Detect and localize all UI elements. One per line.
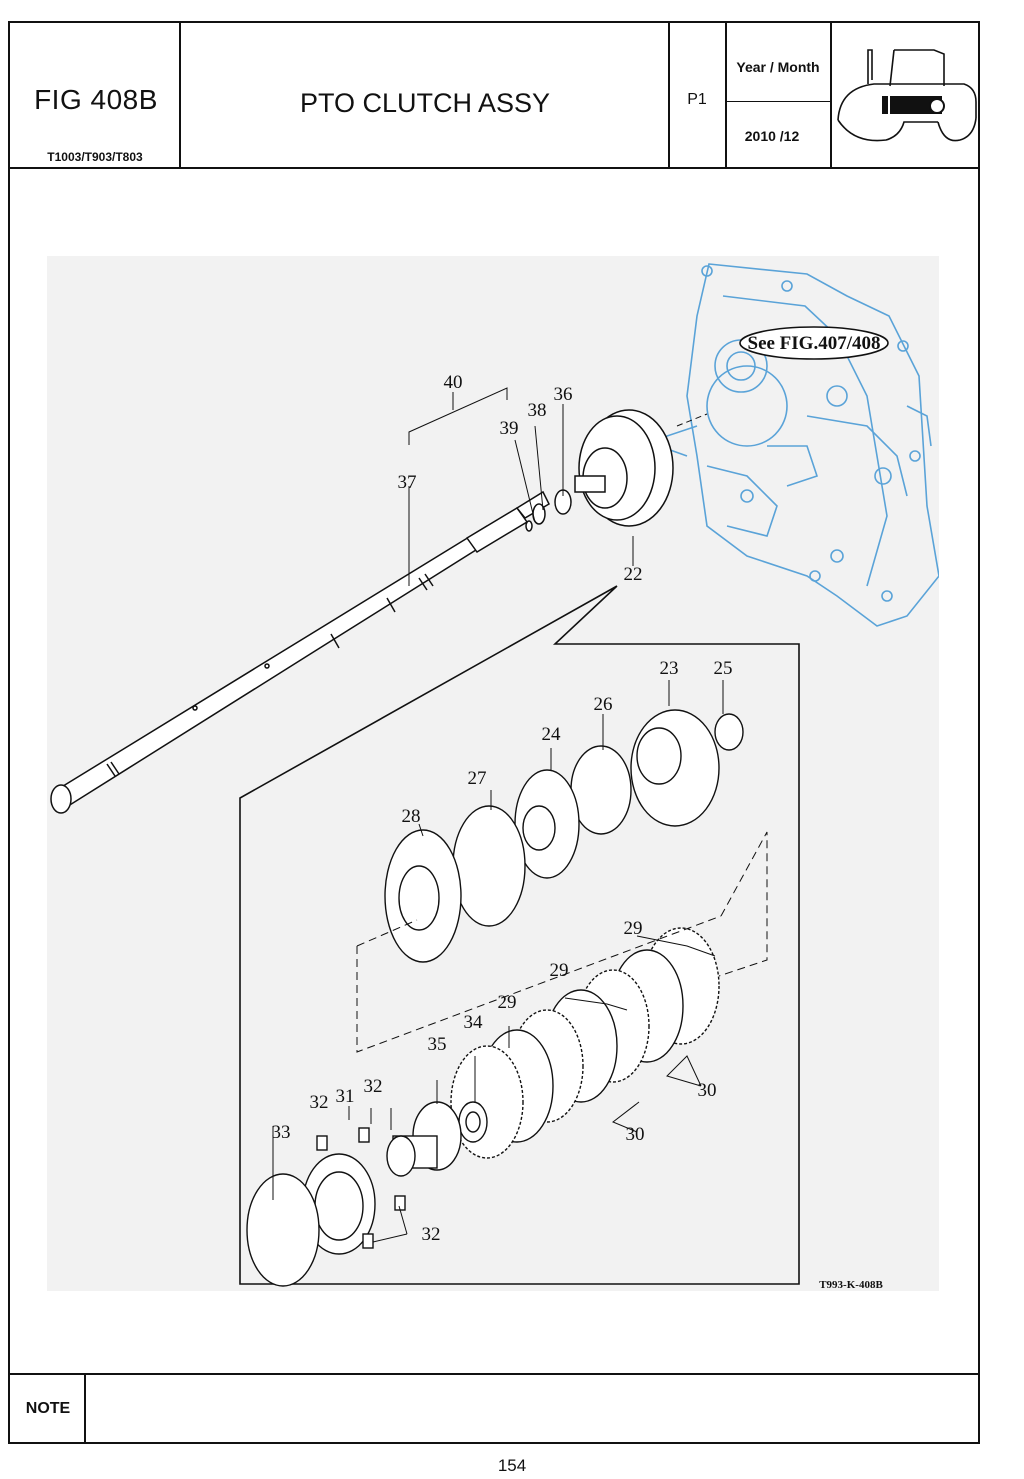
header-divider-1 [179, 21, 181, 169]
page-number: 154 [497, 1456, 527, 1475]
callout-40: 40 [444, 372, 463, 393]
tractor-icon [834, 40, 978, 156]
callout-29-middle: 29 [550, 960, 569, 981]
callout-30-upper: 30 [698, 1080, 717, 1101]
header-divider-3 [725, 21, 727, 169]
upper-leader-lines [408, 387, 634, 586]
note-top-rule [8, 1373, 980, 1375]
callout-29-upper: 29 [624, 918, 643, 939]
year-month-rule [725, 101, 832, 102]
callout-27: 27 [468, 768, 487, 789]
see-figure-label: See FIG.407/408 [748, 333, 881, 354]
callout-32-bottom: 32 [422, 1224, 441, 1245]
callout-31: 31 [336, 1086, 355, 1107]
detail-parts [246, 709, 744, 1287]
note-label: NOTE [25, 1400, 71, 1417]
header-divider-2 [668, 21, 670, 169]
callout-32-left: 32 [310, 1092, 329, 1113]
callout-39: 39 [500, 418, 519, 439]
year-month-value: 2010 /12 [744, 128, 800, 144]
see-figure-callout: See FIG.407/408 [739, 326, 889, 360]
clutch-drum [525, 409, 674, 532]
note-divider [84, 1373, 86, 1444]
callout-30-lower: 30 [626, 1124, 645, 1145]
detail-frame [239, 585, 800, 1285]
callout-37: 37 [398, 472, 417, 493]
callout-26: 26 [594, 694, 613, 715]
transmission-housing [657, 263, 939, 627]
callout-28: 28 [402, 806, 421, 827]
parts-sheet [8, 21, 980, 1444]
callout-34: 34 [464, 1012, 484, 1033]
callout-33: 33 [272, 1122, 291, 1143]
drawing-code: T993-K-408B [819, 1279, 883, 1291]
header-divider-4 [830, 21, 832, 169]
page-title: PTO CLUTCH ASSY [299, 88, 551, 118]
year-month-label: Year / Month [736, 59, 820, 75]
callout-23: 23 [660, 658, 679, 679]
callout-22: 22 [624, 564, 643, 585]
figure-number: FIG 408B [34, 84, 158, 115]
model-list: T1003/T903/T803 [47, 150, 143, 164]
callout-35: 35 [428, 1034, 447, 1055]
detail-leader-lines [272, 680, 724, 1243]
callout-29-lower: 29 [498, 992, 517, 1013]
callout-32-right: 32 [364, 1076, 383, 1097]
header-bottom-rule [8, 167, 980, 169]
exploded-view-drawing: See FIG.407/408 [47, 256, 939, 1291]
callout-25: 25 [714, 658, 733, 679]
page-code: P1 [687, 91, 707, 108]
callout-38: 38 [528, 400, 547, 421]
callout-24: 24 [542, 724, 562, 745]
callout-36: 36 [554, 384, 573, 405]
detail-dashed-lines [356, 831, 768, 1053]
